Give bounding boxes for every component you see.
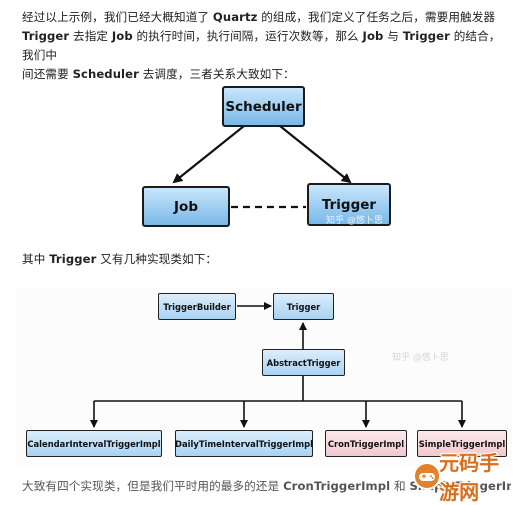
text: 去调度，三者关系大致如下： [138,67,295,81]
trigger-builder-label: TriggerBuilder [163,301,231,312]
relationship-diagram-lines [172,125,352,209]
trigger-label: Trigger [321,196,377,213]
text: 和 [390,479,410,493]
cron-term: CronTriggerImpl [283,479,391,493]
text: 大致有四个实现类，但是我们平时用的最多的还是 [22,479,284,493]
text: 的执行时间，执行间隔，运行次数等，那么 [132,29,363,43]
calendar-interval-box: CalendarIntervalTriggerImpl [26,430,162,457]
site-logo-text: 元码手游网 [438,450,500,505]
trigger-interface-box: Trigger [273,293,334,320]
trigger-box: Trigger [307,183,391,226]
trigger-builder-box: TriggerBuilder [158,293,236,320]
intro-line-2: Trigger 去指定 Job 的执行时间，执行间隔，运行次数等，那么 Job … [22,27,511,65]
abstract-trigger-label: AbstractTrigger [266,357,341,368]
text: 间还需要 [22,67,73,81]
job-label: Job [174,198,198,215]
scheduler-label: Scheduler [225,98,302,115]
watermark: 知乎 @悠卜思 [392,353,449,363]
text: 经过以上示例，我们已经大概知道了 [22,10,213,24]
scheduler-to-job-arrow [172,125,245,184]
daily-time-interval-label: DailyTimeIntervalTriggerImpl [175,438,313,449]
cron-trigger-box: CronTriggerImpl [325,430,407,457]
abstract-trigger-box: AbstractTrigger [262,349,345,376]
intro-line-1: 经过以上示例，我们已经大概知道了 Quartz 的组成，我们定义了任务之后，需要… [22,8,511,27]
text: 又有几种实现类如下： [96,252,218,266]
quartz-term: Quartz [212,10,258,24]
gamepad-logo-icon [412,461,441,491]
calendar-interval-label: CalendarIntervalTriggerImpl [27,438,161,449]
scheduler-box: Scheduler [222,86,305,127]
site-logo[interactable]: 元码手游网 [412,450,516,505]
scheduler-term: Scheduler [72,67,139,81]
job-term: Job [362,29,384,43]
text: 的组成，我们定义了任务之后，需要用触发器 [257,10,496,24]
trigger-term: Trigger [402,29,450,43]
text: 其中 [22,252,50,266]
intro-paragraph: 经过以上示例，我们已经大概知道了 Quartz 的组成，我们定义了任务之后，需要… [22,8,511,84]
watermark: 知乎 @悠卜思 [326,216,383,226]
job-term: Job [111,29,133,43]
simple-trigger-label: SimpleTriggerImpl [418,438,506,449]
trigger-interface-label: Trigger [286,301,321,312]
job-box: Job [142,186,230,227]
text: 与 [383,29,403,43]
scheduler-to-trigger-arrow [279,125,352,184]
text: 去指定 [69,29,112,43]
daily-time-interval-box: DailyTimeIntervalTriggerImpl [175,430,313,457]
subclass-intro: 其中 Trigger 又有几种实现类如下： [22,250,511,269]
intro-line-3: 间还需要 Scheduler 去调度，三者关系大致如下： [22,65,511,84]
trigger-term: Trigger [49,252,97,266]
simple-trigger-box: SimpleTriggerImpl [417,430,507,457]
cron-trigger-label: CronTriggerImpl [327,438,405,449]
text: 的结合，我们中 [22,29,501,62]
trigger-term: Trigger [22,29,70,43]
